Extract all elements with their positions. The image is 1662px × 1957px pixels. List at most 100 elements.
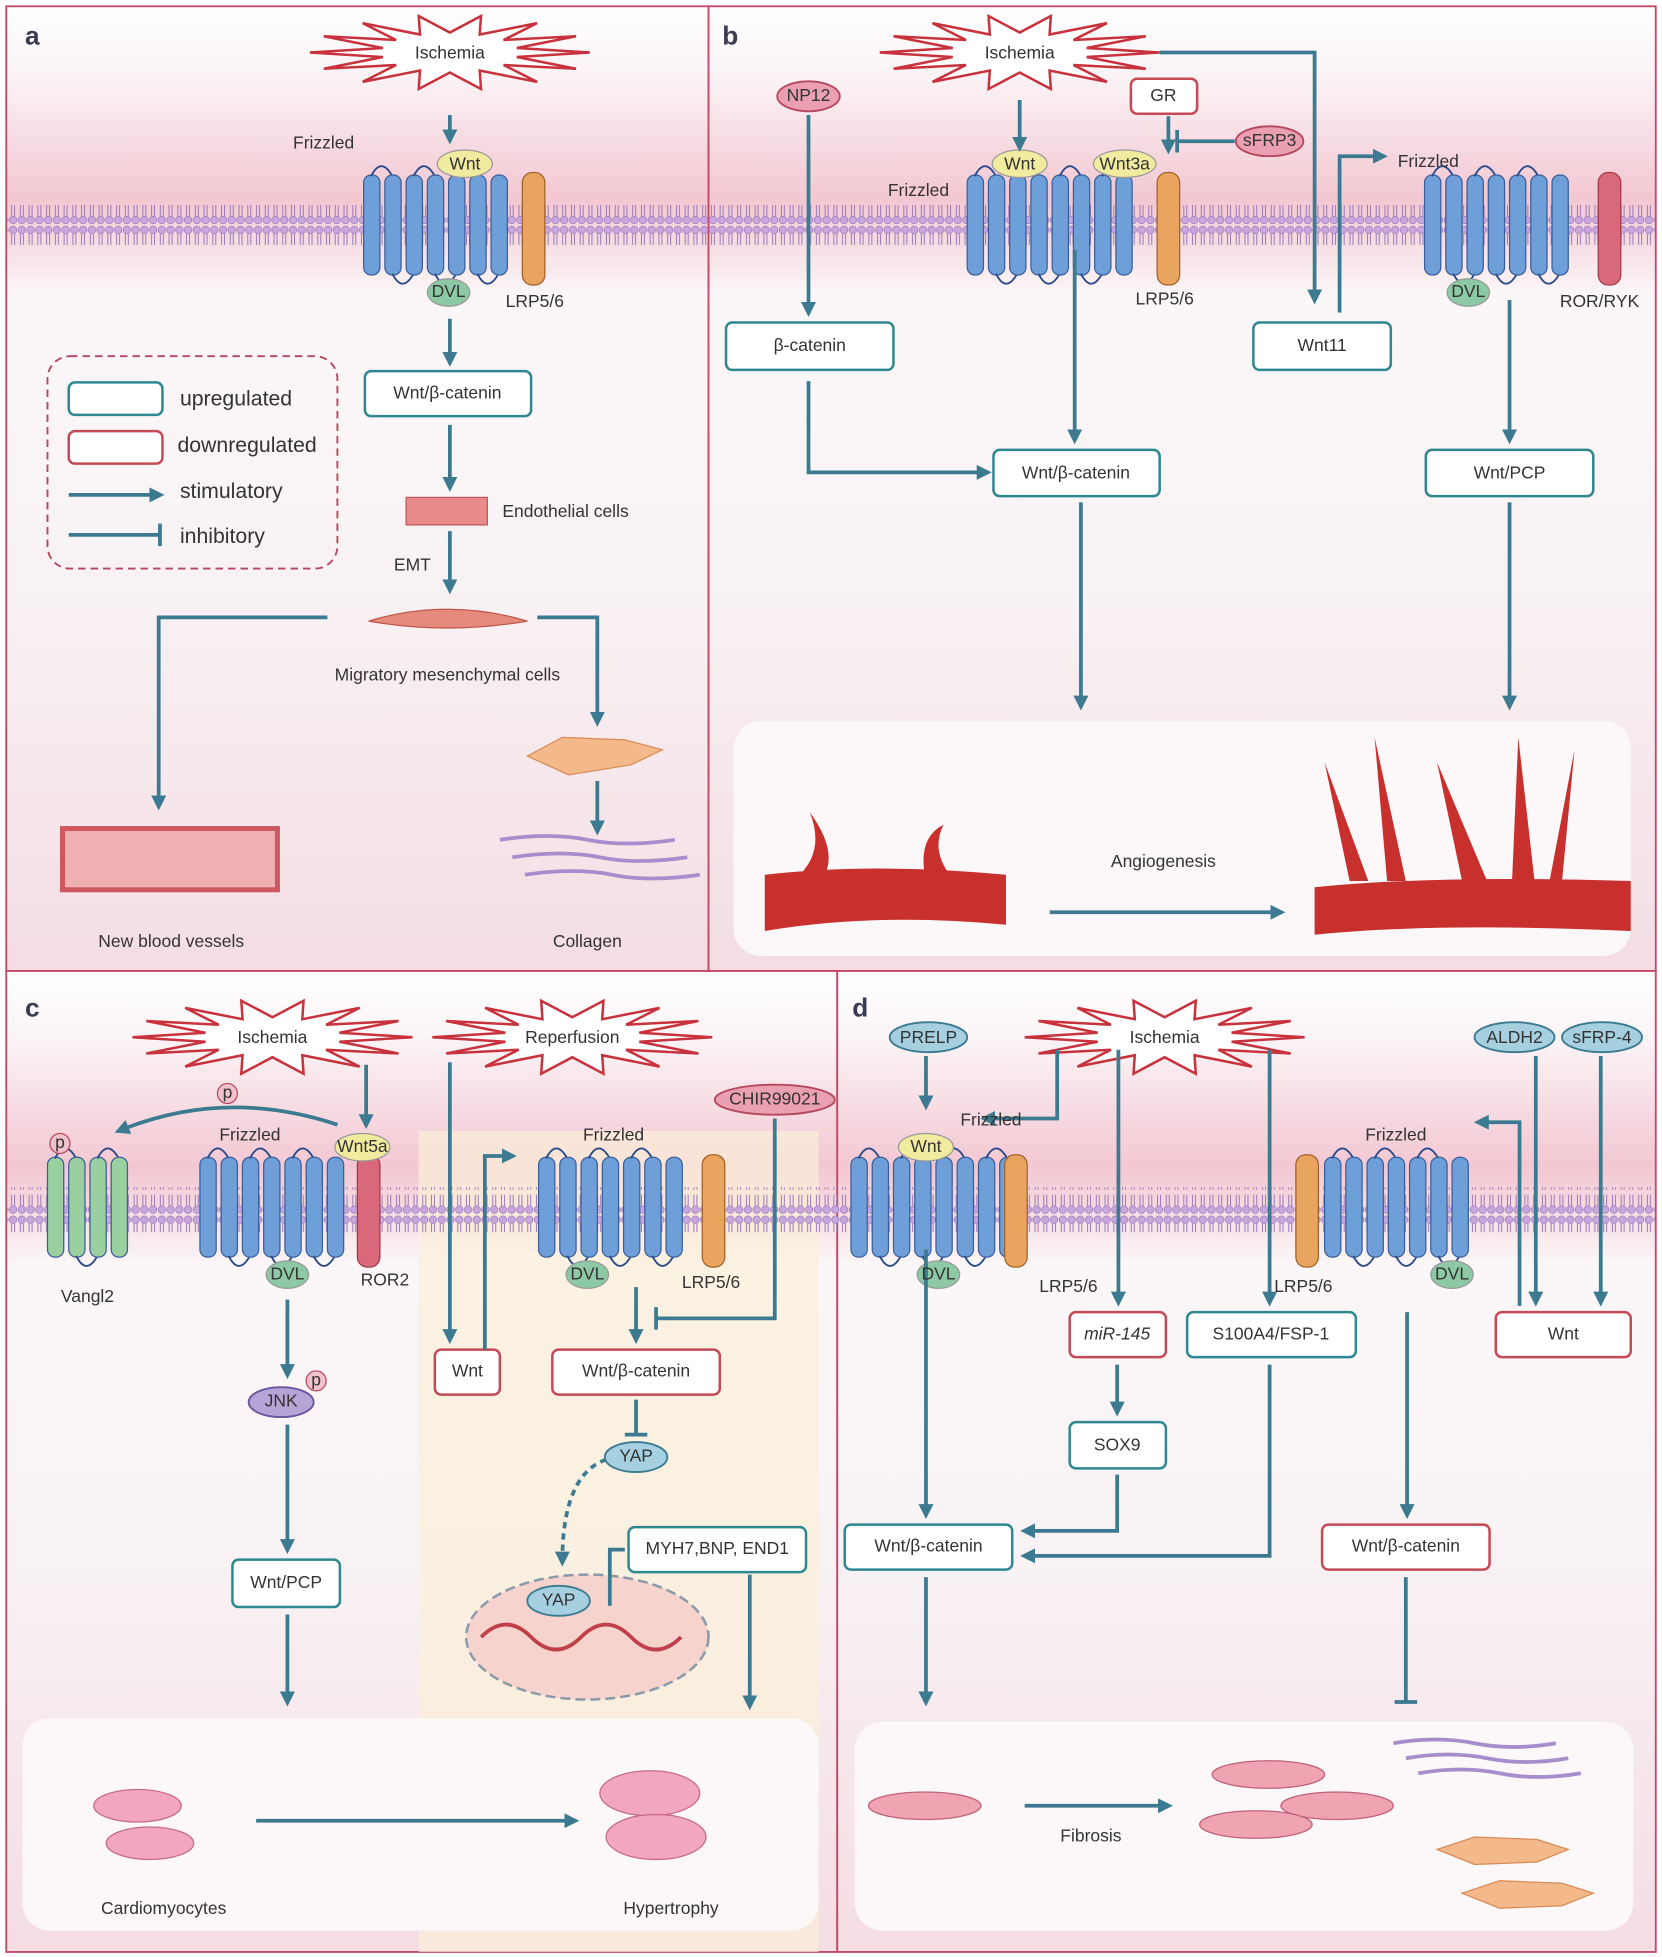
frizzled-label-b2: Frizzled — [1398, 151, 1459, 171]
wnt-beta-catenin-box-c — [551, 1348, 722, 1396]
legend-inhibitory: inhibitory — [180, 524, 265, 548]
transmembrane-helix — [1115, 174, 1133, 276]
transmembrane-helix — [1094, 174, 1112, 276]
transmembrane-helix — [89, 1156, 107, 1258]
cardiomyocytes-label: Cardiomyocytes — [101, 1898, 227, 1918]
wnt3a-ligand — [1092, 149, 1157, 179]
transmembrane-helix — [644, 1156, 662, 1258]
arrow-to-vessels — [151, 615, 328, 811]
wnt-label-d2: Wnt — [1548, 1323, 1579, 1343]
transmembrane-helix — [871, 1156, 890, 1258]
phospho-label-1: p — [223, 1082, 233, 1102]
lrp-label-d2: LRP5/6 — [1274, 1276, 1332, 1296]
phospho-circle-1 — [216, 1082, 239, 1105]
wnt11-label: Wnt11 — [1297, 335, 1346, 355]
receptor-loop — [1394, 1255, 1418, 1267]
yap-label-1: YAP — [619, 1446, 653, 1466]
chir99021-inhibition — [656, 1118, 777, 1321]
gr-box — [1129, 77, 1199, 116]
receptor-loop — [249, 1147, 272, 1159]
yap-pill-1 — [603, 1441, 669, 1474]
frizzled-receptor-a — [363, 165, 508, 285]
wnt-pcp-c: Wnt/PCP — [250, 1572, 322, 1592]
transmembrane-helix — [384, 174, 402, 276]
chir99021-pill — [713, 1083, 836, 1116]
ror2-label: ROR2 — [361, 1270, 410, 1290]
s100a4-label: S100A4/FSP-1 — [1213, 1323, 1330, 1343]
sfrp4-pill — [1561, 1021, 1643, 1054]
transmembrane-helix — [263, 1156, 281, 1258]
gr-label: GR — [1150, 85, 1176, 105]
collagen-fiber-icon — [1405, 1752, 1569, 1764]
receptor-loop — [1373, 1147, 1397, 1159]
legend-upregulated-swatch — [67, 381, 164, 417]
receptor-loop — [476, 273, 500, 285]
mir145-box — [1068, 1310, 1168, 1359]
dvl-label-c2: DVL — [570, 1263, 604, 1283]
transmembrane-helix — [241, 1156, 260, 1258]
transmembrane-helix — [537, 1156, 556, 1258]
wnt-ligand-d — [897, 1132, 955, 1162]
nucleus-icon — [464, 1573, 710, 1701]
np12-pill — [776, 80, 841, 113]
dvl-protein-c1 — [265, 1260, 310, 1290]
wnt-pcp-b: Wnt/PCP — [1474, 462, 1546, 482]
wnt-label-b: Wnt — [1004, 154, 1035, 174]
receptor-loop — [1516, 165, 1540, 177]
arrow-ischemia-to-wnt11 — [1159, 50, 1323, 305]
fibroblast-icon — [525, 736, 665, 776]
legend-stimulatory: stimulatory — [180, 479, 283, 503]
wnt-beta-catenin-box-b — [992, 448, 1161, 498]
vessel-before-icon — [764, 812, 1006, 932]
transmembrane-helix — [405, 174, 423, 276]
frizzled-receptor-b2 — [1423, 165, 1569, 285]
fibrosis-label: Fibrosis — [1060, 1826, 1121, 1846]
panel-c-label: c — [25, 993, 40, 1023]
receptor-loop — [370, 165, 394, 177]
wnt-beta-catenin-d2: Wnt/β-catenin — [1352, 1536, 1460, 1556]
receptor-loop — [1331, 1147, 1355, 1159]
wnt5a-ligand — [334, 1132, 391, 1162]
transmembrane-helix — [956, 1156, 975, 1258]
dvl-label-c1: DVL — [270, 1263, 304, 1283]
receptor-loop — [1473, 165, 1497, 177]
blood-vessel-icon — [59, 826, 280, 893]
transmembrane-helix — [1466, 174, 1484, 276]
fibroblast-cell-icon — [1280, 1791, 1394, 1821]
hypertrophy-box — [22, 1718, 819, 1931]
arrow-yap-to-genes — [607, 1547, 625, 1606]
transmembrane-helix — [601, 1156, 620, 1258]
transmembrane-helix — [966, 174, 985, 276]
aldh2-label: ALDH2 — [1486, 1027, 1542, 1047]
phospho-label-2: p — [55, 1132, 65, 1152]
transmembrane-helix — [580, 1156, 598, 1258]
hypertrophy-label: Hypertrophy — [623, 1898, 718, 1918]
receptor-loop — [412, 165, 436, 177]
dvl-protein-d2 — [1430, 1260, 1474, 1290]
wnt5a-label: Wnt5a — [337, 1136, 388, 1156]
legend-upregulated: upregulated — [180, 387, 292, 411]
receptor-loop — [1037, 273, 1061, 285]
vessel-after-icon — [1314, 737, 1631, 935]
receptor-loop — [587, 1147, 611, 1159]
wnt-beta-catenin-box-a — [363, 369, 533, 418]
dvl-protein-a — [426, 278, 471, 307]
receptor-loop — [312, 1255, 336, 1267]
receptor-loop — [630, 1147, 654, 1159]
lrp-coreceptor-d2 — [1295, 1154, 1319, 1268]
transmembrane-helix — [977, 1156, 996, 1258]
receptor-loop — [75, 1255, 99, 1267]
arrow-wnt5a-to-vangl2 — [114, 1105, 338, 1134]
dvl-protein-c2 — [565, 1260, 610, 1290]
transmembrane-helix — [363, 174, 381, 276]
transmembrane-helix — [622, 1156, 641, 1258]
receptor-loop — [1537, 273, 1561, 285]
prelp-pill — [888, 1021, 969, 1054]
lrp-label-b: LRP5/6 — [1135, 289, 1193, 309]
transmembrane-helix — [68, 1156, 86, 1258]
transmembrane-helix — [1445, 174, 1463, 276]
lrp-label-d1: LRP5/6 — [1039, 1276, 1097, 1296]
wnt-beta-catenin-b: Wnt/β-catenin — [1022, 462, 1130, 482]
fibroblast-cell-icon — [867, 1791, 982, 1821]
sfrp3-pill — [1234, 125, 1305, 158]
